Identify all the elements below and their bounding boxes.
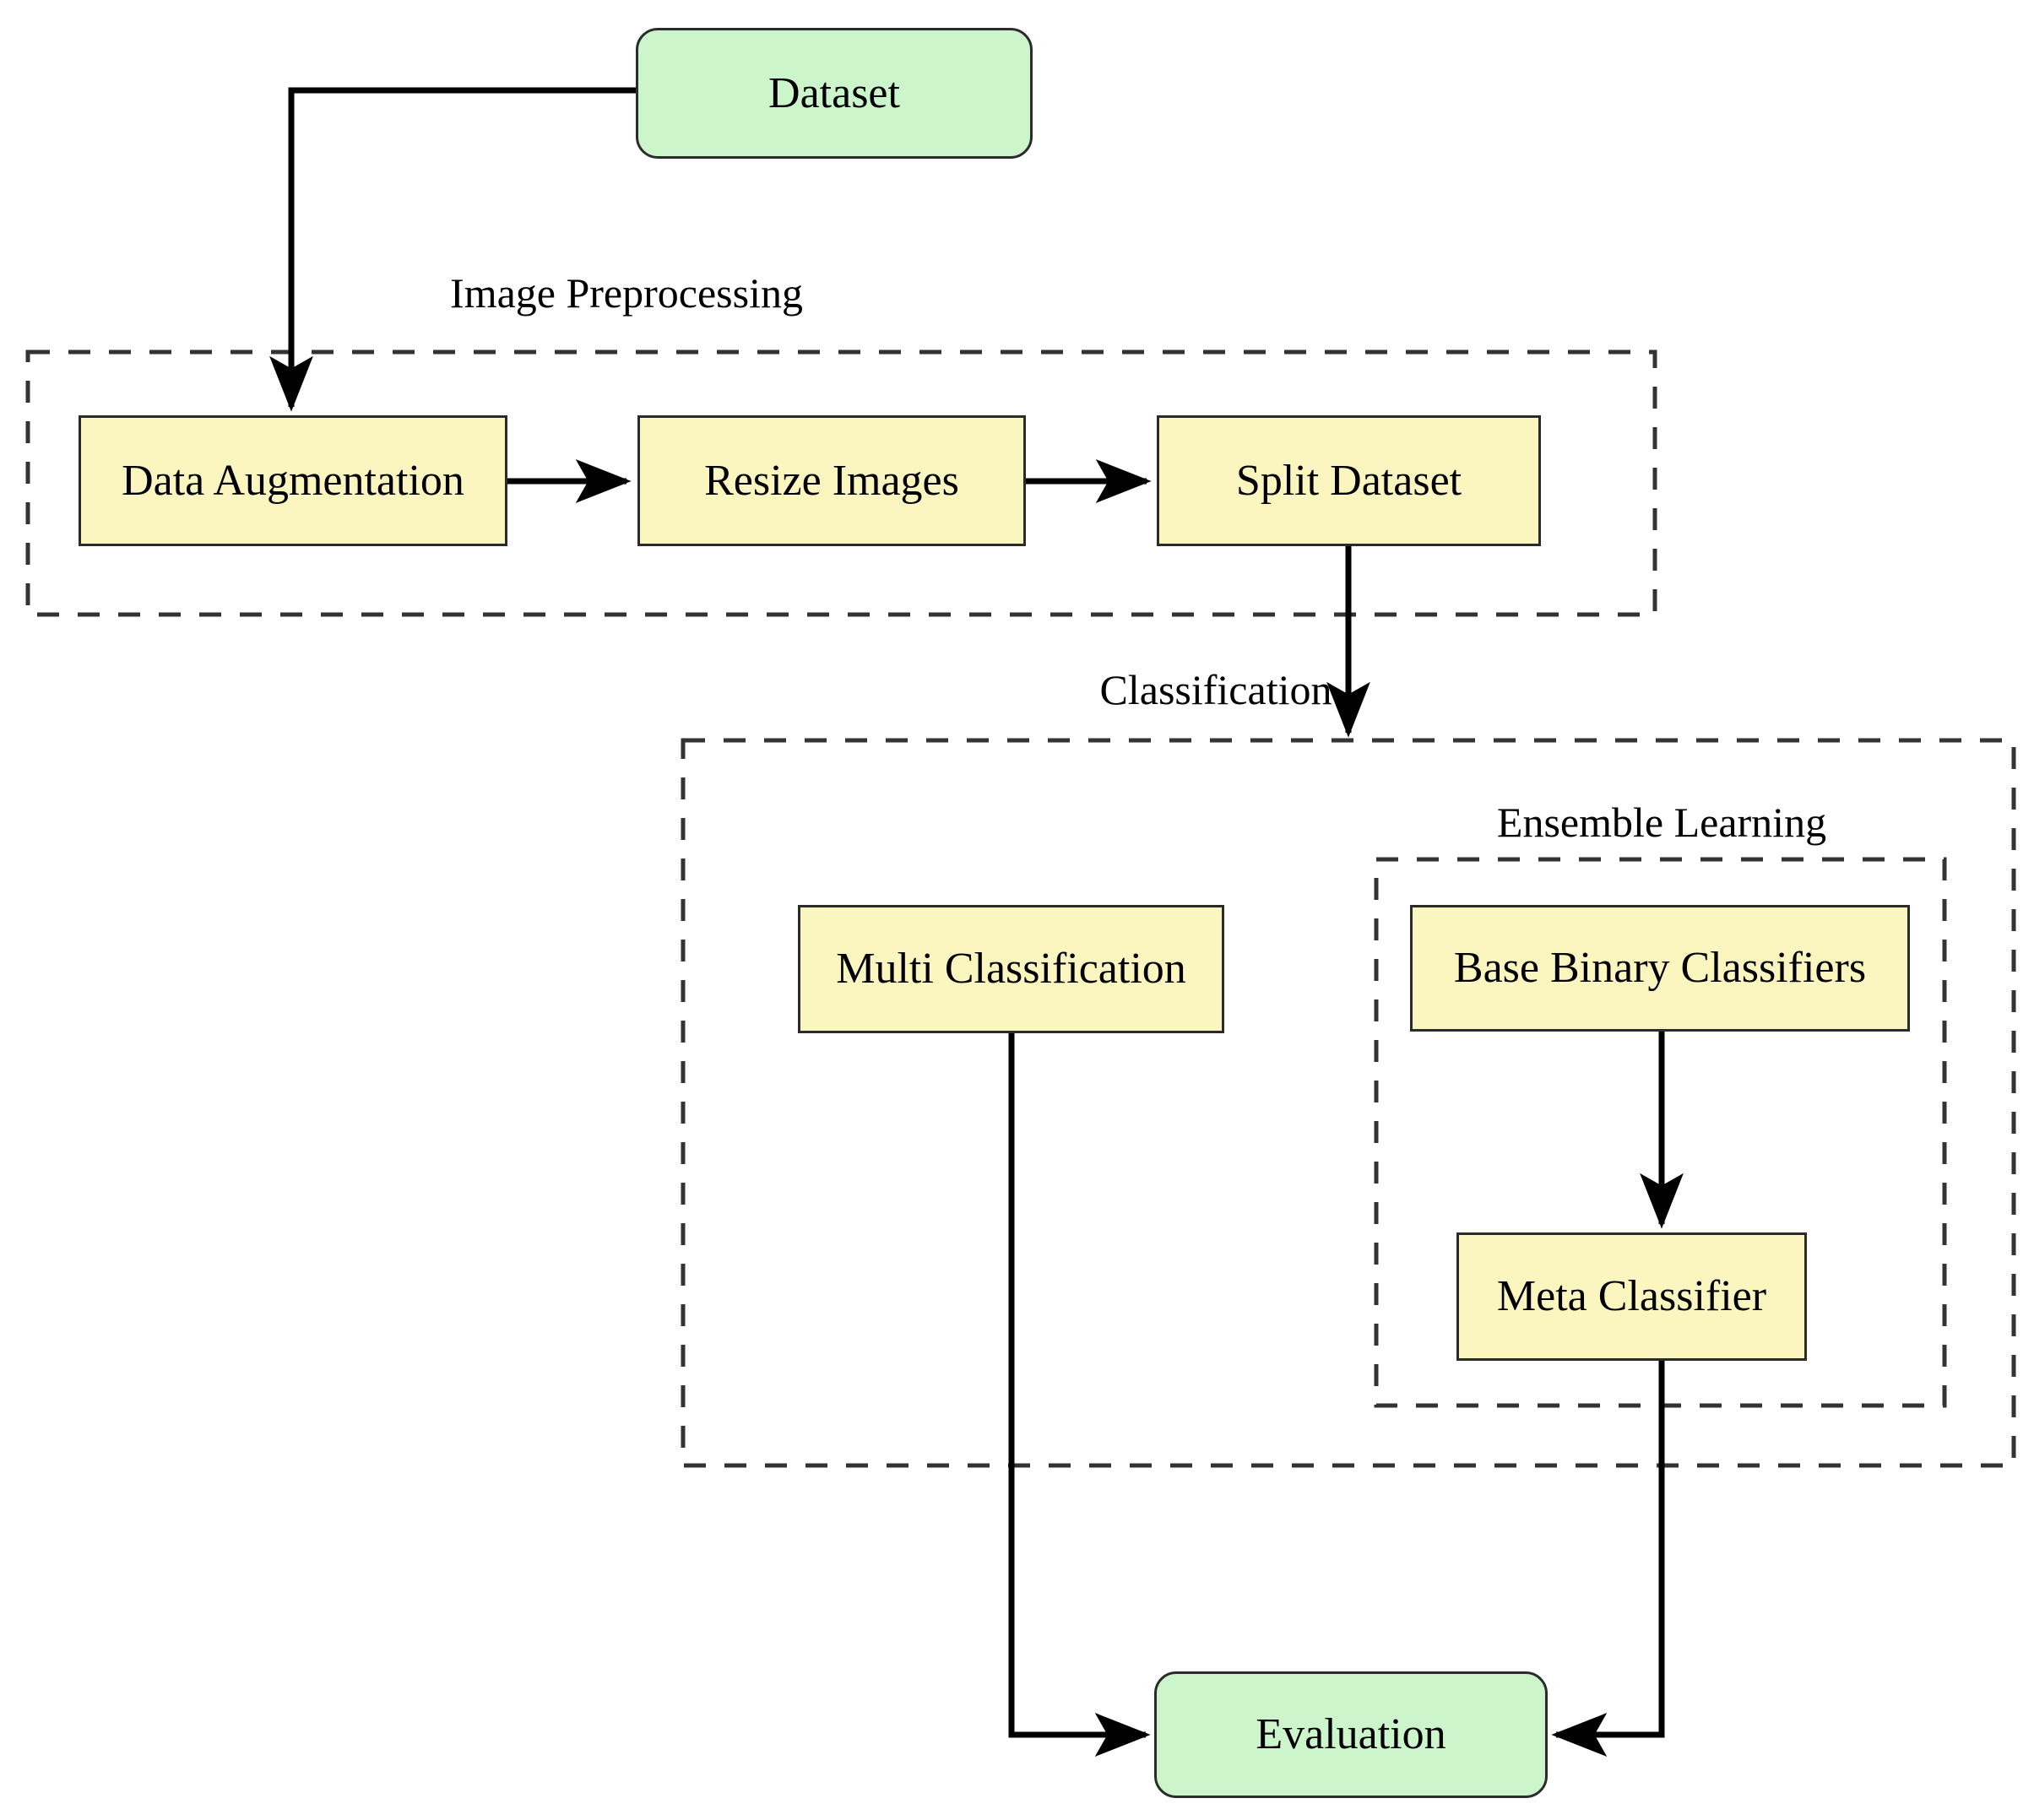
group-label-ensemble-learning: Ensemble Learning: [1496, 799, 1827, 846]
group-label-classification: Classification: [1099, 666, 1332, 713]
edge-dataset-to-data-augmentation: [269, 87, 636, 412]
group-label-image-preprocessing: Image Preprocessing: [450, 269, 803, 317]
node-base-binary-classifiers[interactable]: Base Binary Classifiers: [1410, 905, 1910, 1032]
edge-multi-classification-to-evaluation: [1008, 1033, 1151, 1757]
node-resize-images[interactable]: Resize Images: [637, 415, 1026, 546]
group-box-classification: [681, 738, 2016, 1468]
node-meta-classifier[interactable]: Meta Classifier: [1456, 1232, 1807, 1361]
node-evaluation[interactable]: Evaluation: [1154, 1671, 1548, 1798]
node-dataset[interactable]: Dataset: [636, 28, 1033, 159]
node-data-augmentation[interactable]: Data Augmentation: [79, 415, 507, 546]
node-split-dataset[interactable]: Split Dataset: [1157, 415, 1541, 546]
edge-meta-classifier-to-evaluation: [1551, 1361, 1665, 1757]
node-multi-classification[interactable]: Multi Classification: [798, 905, 1224, 1033]
